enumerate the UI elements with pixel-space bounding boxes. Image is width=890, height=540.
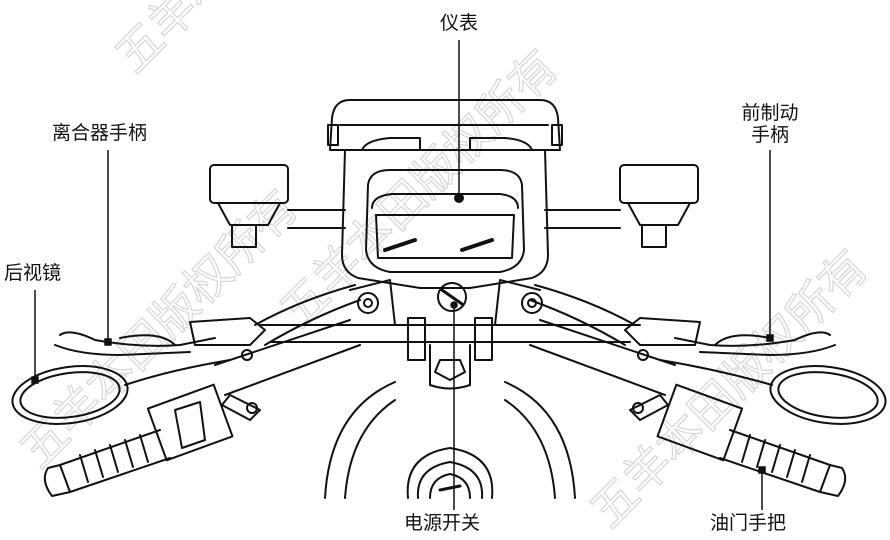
right-reservoir bbox=[619, 164, 699, 204]
watermark-text-3: 五羊本田版权所有 bbox=[580, 239, 878, 536]
meter-body bbox=[341, 149, 549, 289]
label-power-switch: 电源开关 bbox=[404, 512, 481, 534]
leader-lines bbox=[31, 40, 774, 510]
left-switch-housing bbox=[146, 383, 234, 462]
handlebar-assembly bbox=[11, 99, 887, 499]
fuel-cap bbox=[406, 447, 494, 499]
label-meter: 仪表 bbox=[440, 12, 479, 34]
right-mirror bbox=[769, 365, 887, 425]
label-front-brake-line1: 前制动 bbox=[741, 102, 799, 124]
meter-needle-right bbox=[460, 238, 494, 252]
label-front-brake-lever: 前制动 手柄 bbox=[730, 102, 810, 146]
power-switch-knob bbox=[437, 282, 467, 312]
watermark: 五羊本田版权所有 五羊本田版权所有 五羊本田版权所有 五羊本田版权所有 bbox=[9, 0, 879, 538]
watermark-text-2: 五羊本田版权所有 bbox=[270, 39, 568, 337]
right-switch-housing bbox=[656, 383, 744, 462]
left-handlebar bbox=[214, 319, 361, 396]
left-mirror bbox=[11, 365, 129, 425]
front-brake-lever bbox=[674, 331, 836, 356]
watermark-text-1: 五羊本田版权所有 bbox=[105, 0, 403, 83]
meter-bezel bbox=[365, 169, 525, 273]
meter-needle-left bbox=[383, 238, 417, 252]
label-throttle-grip: 油门手把 bbox=[710, 512, 787, 534]
right-handlebar bbox=[529, 319, 676, 396]
meter-screen bbox=[375, 214, 515, 259]
label-clutch-lever: 离合器手柄 bbox=[52, 122, 148, 144]
label-mirror: 后视镜 bbox=[4, 262, 62, 284]
clutch-lever bbox=[54, 331, 216, 356]
meter-housing-top bbox=[329, 99, 561, 151]
fuel-tank bbox=[324, 381, 576, 499]
handlebar-crossbar bbox=[259, 324, 641, 343]
label-front-brake-line2: 手柄 bbox=[750, 124, 789, 146]
